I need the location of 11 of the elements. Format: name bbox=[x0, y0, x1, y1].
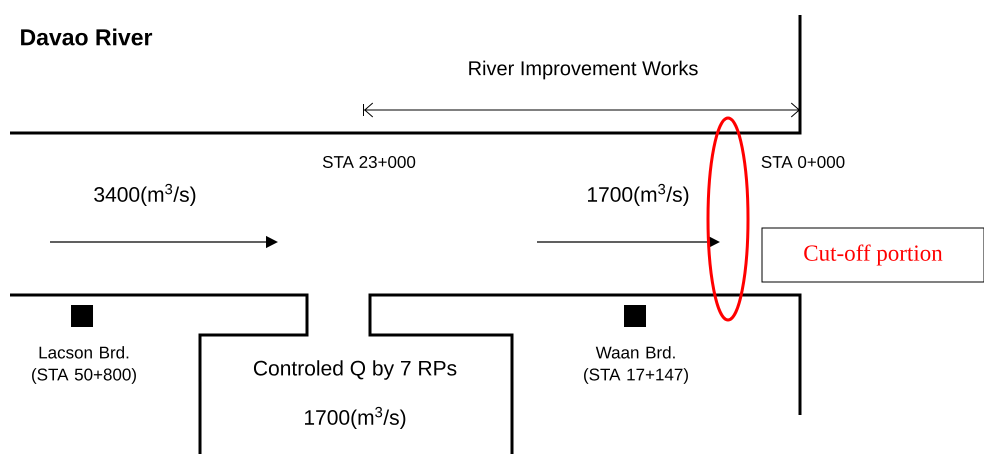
station-label: STA 23+000 bbox=[322, 156, 416, 168]
discharge-label: 3400(m$^{3}$/s) bbox=[94, 184, 196, 206]
discharge-label: 1700(m$^{3}$/s) bbox=[305, 406, 406, 430]
callout-box: Cut-off portion bbox=[762, 228, 984, 282]
channel-label: Controled Q by 7 RPs bbox=[254, 360, 456, 380]
section-label: River Improvement Works bbox=[469, 60, 698, 80]
station-label: STA 0+000 bbox=[762, 156, 844, 168]
bridge-label: Waan Brd. (STA 17+147) bbox=[584, 346, 688, 384]
bridge-label: Lacson Brd. (STA 50+800) bbox=[32, 346, 136, 384]
title: Davao River bbox=[21, 28, 152, 46]
discharge-label: 1700(m$^{3}$/s) bbox=[588, 184, 688, 206]
